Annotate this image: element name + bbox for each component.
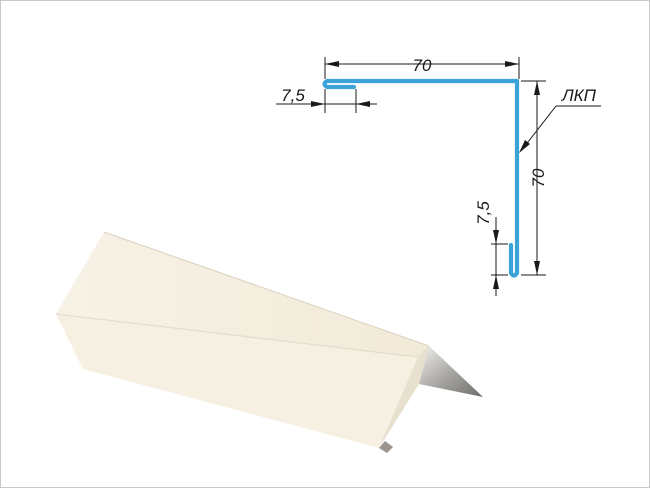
- product-end-edge: [379, 346, 429, 448]
- product-top-edge: [103, 231, 430, 347]
- coating-callout: ЛКП: [519, 86, 601, 153]
- dimension-top-hem: 7,5: [276, 86, 377, 113]
- dimension-bottom-hem: 7,5: [474, 201, 508, 296]
- dimension-right-height: 70: [521, 80, 548, 276]
- dimension-top-width: 70: [324, 56, 520, 79]
- label-bottom-hem: 7,5: [474, 201, 493, 225]
- product-3d-view: [55, 231, 483, 453]
- profile-line: [322, 78, 520, 278]
- label-right-height: 70: [529, 168, 548, 187]
- label-coating: ЛКП: [561, 86, 597, 105]
- profile-section: [322, 78, 520, 278]
- product-front-face: [56, 314, 418, 448]
- product-bottom-hem: [379, 441, 393, 453]
- label-top-width: 70: [413, 56, 432, 75]
- product-inner-face: [419, 346, 483, 397]
- label-top-hem: 7,5: [281, 86, 305, 105]
- product-ridge: [55, 313, 419, 358]
- product-top-face: [56, 232, 429, 357]
